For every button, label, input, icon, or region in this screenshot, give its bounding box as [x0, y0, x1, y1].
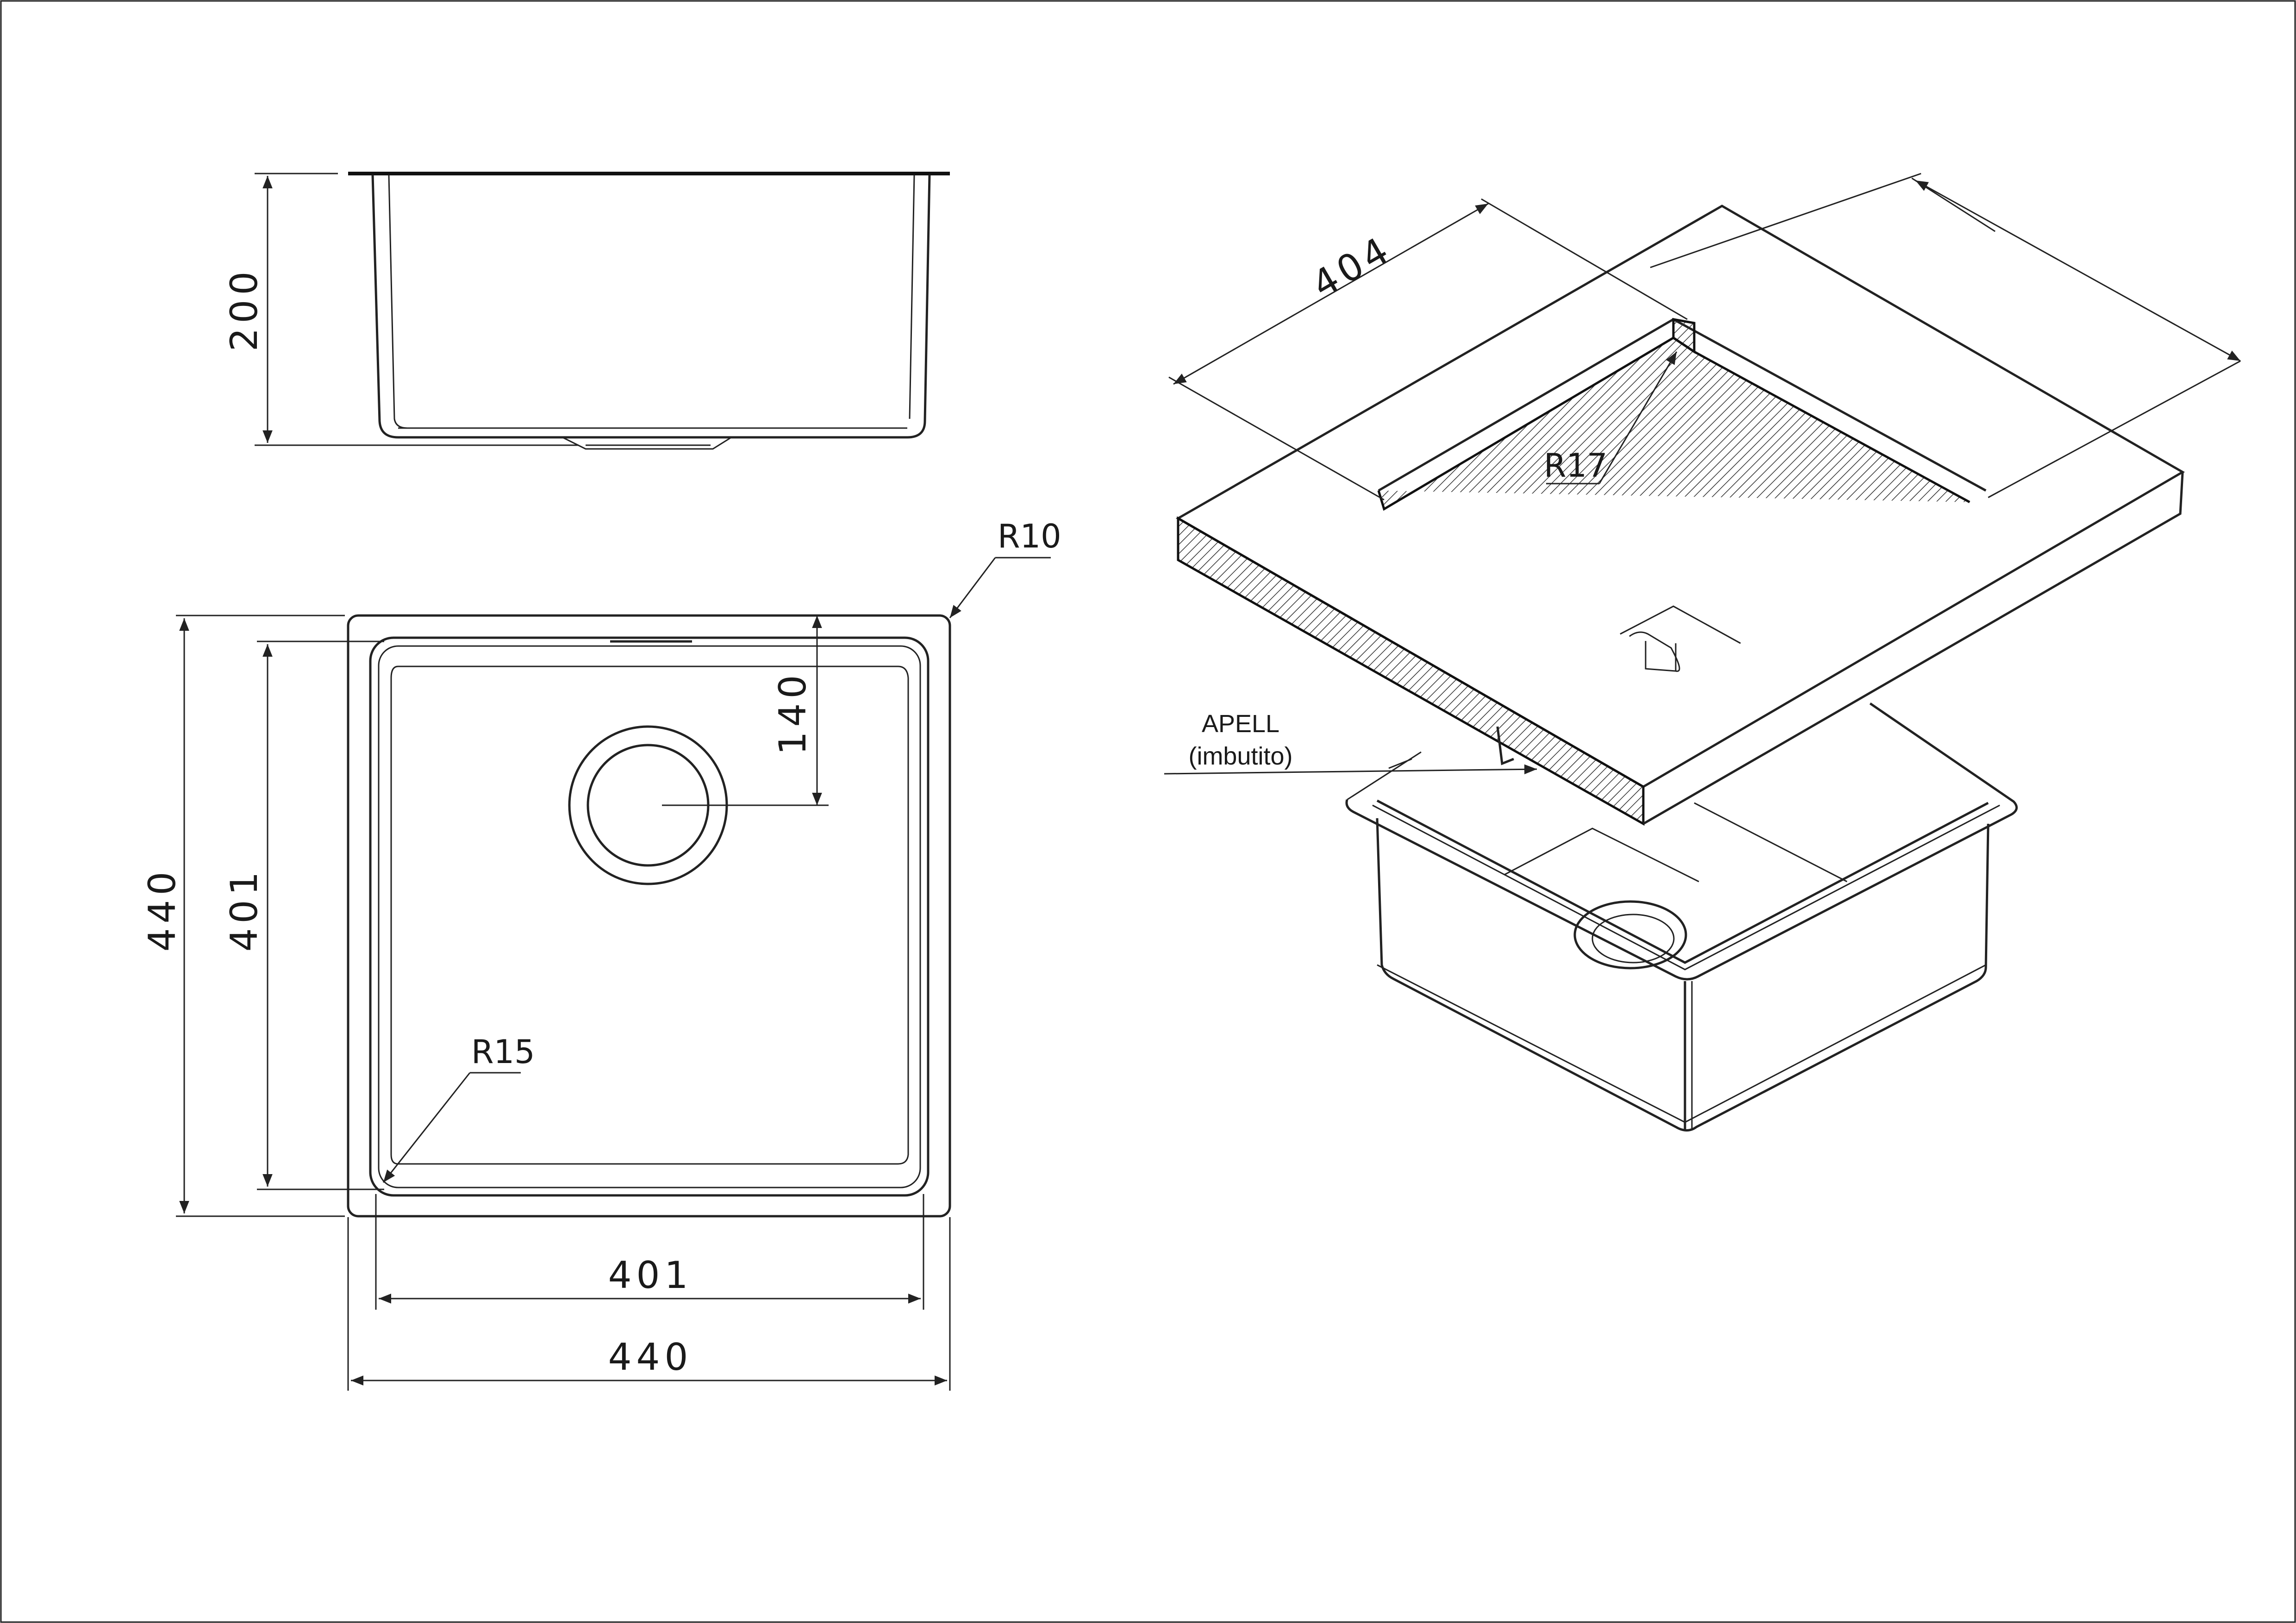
worktop-slab [1175, 205, 2185, 826]
note-line1: APELL [1202, 710, 1279, 738]
r10-label: R10 [998, 517, 1061, 555]
drain-offset-140-label: 140 [771, 671, 814, 755]
front-view [348, 172, 950, 450]
inner-width-dimension: 401 [375, 1194, 924, 1310]
r15-callout: R15 [382, 1033, 535, 1183]
outer-height-dimension: 440 [141, 615, 345, 1217]
height-200-label: 200 [223, 267, 266, 352]
sink-basin [1345, 702, 2018, 1132]
cutout-404-label: 404 [1305, 227, 1400, 306]
note-line2: (imbutito) [1188, 742, 1292, 770]
inner-width-401-label: 401 [608, 1254, 693, 1297]
r17-label: R17 [1544, 447, 1608, 485]
r10-callout: R10 [949, 517, 1061, 618]
inner-height-dimension: 401 [223, 640, 384, 1190]
outer-width-dimension: 440 [347, 1217, 951, 1391]
r15-label: R15 [471, 1033, 535, 1071]
height-dimension: 200 [223, 173, 579, 446]
r17-callout: R17 [1544, 351, 1678, 485]
apell-note: APELL (imbutito) [1164, 710, 1537, 775]
inner-height-401-label: 401 [223, 867, 266, 952]
drain-offset-dimension: 140 [771, 616, 822, 805]
plan-view [347, 614, 951, 1218]
outer-width-440-label: 440 [608, 1336, 693, 1379]
isometric-view [1175, 205, 2185, 1132]
outer-height-440-label: 440 [141, 867, 184, 952]
